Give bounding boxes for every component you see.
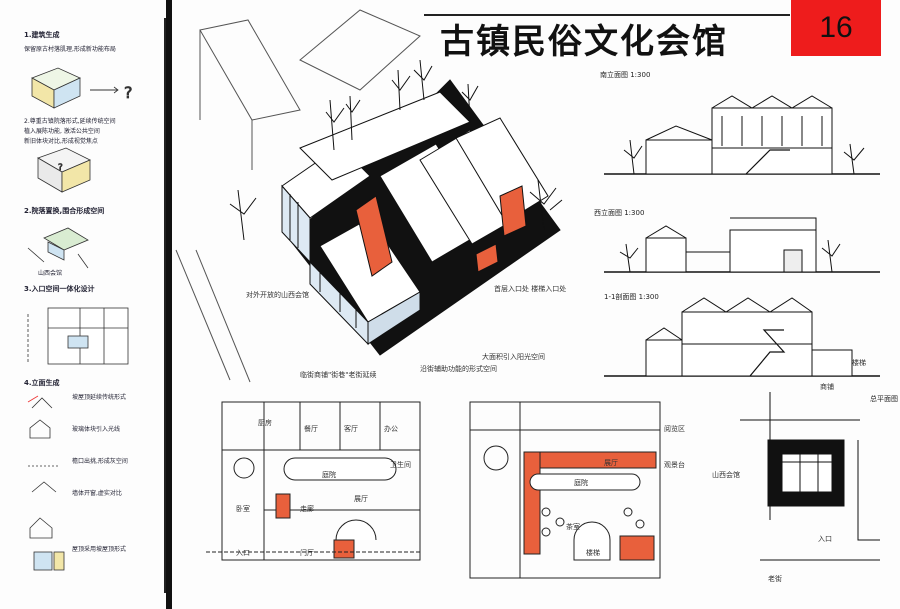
- panel-divider: [166, 0, 172, 609]
- tag-shanxi: 山西会馆: [712, 471, 740, 479]
- annotation-courtyard: 沿街辅助功能的形式空间: [420, 365, 497, 373]
- elevation-drawings: [604, 95, 880, 561]
- note-11: 玻璃体块引入光线: [72, 426, 121, 433]
- tag-shop: 商铺: [820, 383, 834, 391]
- room-label: 办公: [384, 425, 398, 433]
- tag-street: 老街: [768, 575, 782, 583]
- note-1: 1.建筑生成: [24, 31, 60, 39]
- svg-text:?: ?: [124, 83, 133, 102]
- poster-number: 16: [819, 11, 853, 44]
- note-7: 山西会馆: [38, 270, 63, 277]
- room-label: 入口: [236, 549, 250, 557]
- note-6: 2.院落置换,围合形成空间: [24, 207, 105, 215]
- annotation-stair: 首层入口处 楼梯入口处: [494, 285, 567, 293]
- note-12: 檐口出挑,形成灰空间: [72, 458, 128, 465]
- annotation-main-entry: 大面积引入阳光空间: [482, 353, 545, 361]
- note-3: 2.尊重古镇院落形式,延续传统空间: [24, 118, 116, 125]
- left-panel-sketches: ? ?: [27, 67, 133, 571]
- tag-stair: 楼梯: [852, 359, 866, 367]
- svg-text:?: ?: [58, 163, 63, 173]
- site-plan-label: 总平面图: [870, 395, 898, 403]
- room-label: 走廊: [300, 505, 314, 513]
- south-elevation-label: 南立面图 1:300: [600, 71, 651, 79]
- room-label: 展厅: [354, 495, 368, 503]
- left-explanation-panel: 1.建筑生成 保留原古村落肌理,形成新功能布局 2.尊重古镇院落形式,延续传统空…: [18, 18, 166, 593]
- room-label: 餐厅: [304, 425, 318, 433]
- room-label: 观景台: [664, 461, 685, 469]
- note-9: 4.立面生成: [24, 379, 60, 387]
- room-label: 楼梯: [586, 549, 600, 557]
- room-label: 茶室: [566, 523, 580, 531]
- annotation-street: 临街商铺"街巷"老街延续: [300, 371, 377, 379]
- note-2: 保留原古村落肌理,形成新功能布局: [24, 46, 116, 53]
- poster-number-badge: 16: [791, 0, 881, 56]
- note-4: 植入展陈功能, 激活公共空间: [24, 128, 100, 135]
- note-5: 新旧体块对比,形成视觉焦点: [24, 138, 98, 145]
- note-10: 坡屋顶延续传统形式: [72, 394, 127, 401]
- room-label: 厨房: [258, 419, 272, 427]
- poster-title: 古镇民俗文化会馆: [440, 22, 728, 62]
- ground-floor-plan: [206, 401, 421, 561]
- room-label: 卧室: [236, 505, 250, 513]
- room-label: 客厅: [344, 425, 358, 433]
- room-label: 展厅: [604, 459, 618, 467]
- room-label: 阅览区: [664, 425, 685, 433]
- room-label: 庭院: [322, 471, 336, 479]
- annotation-west-entry: 对外开放的山西会馆: [246, 291, 309, 299]
- title-underline: [424, 14, 790, 16]
- note-14: 屋顶采用坡屋顶形式: [72, 546, 127, 553]
- upper-floor-plan: [469, 401, 661, 579]
- tag-entry: 入口: [818, 535, 832, 543]
- room-label: 庭院: [574, 479, 588, 487]
- axonometric-view: [175, 9, 563, 383]
- note-8: 3.入口空间一体化设计: [24, 285, 95, 293]
- section-label: 1-1剖面图 1:300: [604, 293, 659, 301]
- note-13: 墙体开窗,虚实对比: [72, 490, 122, 497]
- west-elevation-label: 西立面图 1:300: [594, 209, 645, 217]
- room-label: 卫生间: [390, 461, 411, 469]
- room-label: 门厅: [300, 549, 314, 557]
